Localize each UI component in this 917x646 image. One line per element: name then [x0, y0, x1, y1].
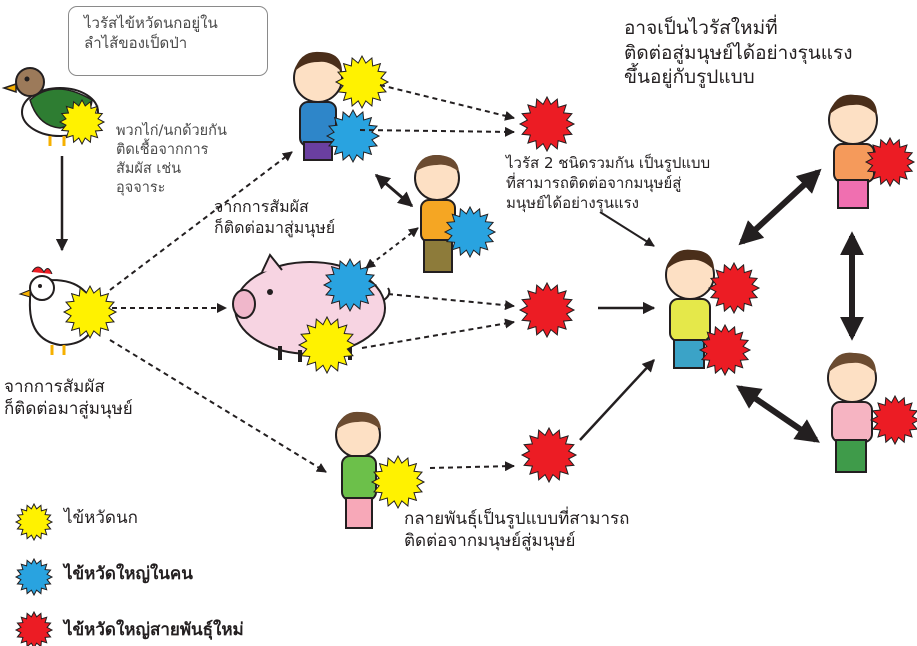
child-middle	[414, 154, 460, 273]
human-flu-virus-icon	[322, 257, 378, 313]
label-mutation: กลายพันธุ์เป็นรูปแบบที่สามารถติดต่อจากมน…	[404, 509, 630, 552]
bird-flu-virus-icon	[297, 315, 357, 375]
new-flu-virus-icon	[869, 394, 917, 446]
label-reassortment: ไวรัส 2 ชนิดรวมกัน เป็นรูปแบบที่สามารถติ…	[506, 154, 711, 212]
label-contact-human-top: จากการสัมผัสก็ติดต่อมาสู่มนุษย์	[214, 197, 336, 238]
human-flu-virus-icon	[443, 205, 497, 259]
child-right-top	[828, 94, 878, 209]
legend-new-flu: ไข้หวัดใหญ่สายพันธุ์ใหม่	[64, 620, 244, 640]
bird-flu-virus-icon	[370, 454, 426, 510]
child-right-bottom	[827, 352, 877, 473]
legend-bird-flu: ไข้หวัดนก	[64, 508, 138, 528]
note-box	[68, 6, 268, 76]
new-flu-virus-icon	[520, 426, 578, 484]
bird-flu-virus-icon	[62, 284, 118, 340]
virus-marks	[14, 54, 917, 646]
human-flu-virus-icon	[14, 557, 54, 597]
new-flu-virus-icon	[14, 610, 54, 646]
child-mutation	[335, 411, 381, 529]
new-flu-virus-icon	[707, 261, 761, 315]
label-virus-in-duck: ไวรัสไข้หวัดนกอยู่ในลำไส้ของเป็ดป่า	[84, 14, 218, 52]
transmission-arrows	[55, 84, 864, 473]
label-new-virus: อาจเป็นไวรัสใหม่ที่ติดต่อสู่มนุษย์ได้อย่…	[624, 17, 853, 89]
new-flu-virus-icon	[864, 136, 916, 188]
new-flu-virus-icon	[518, 281, 576, 339]
new-flu-virus-icon	[518, 95, 576, 153]
bird-flu-virus-icon	[334, 54, 390, 110]
bird-flu-virus-icon	[14, 502, 54, 542]
child-center	[665, 249, 715, 369]
label-contact-human-left: จากการสัมผัสก็ติดต่อมาสู่มนุษย์	[4, 377, 133, 420]
bird-flu-virus-icon	[58, 98, 106, 146]
new-flu-virus-icon	[698, 323, 752, 377]
legend-human-flu: ไข้หวัดใหญ่ในคน	[64, 564, 193, 584]
label-chicken-infected: พวกไก่/นกด้วยกันติดเชื้อจากการสัมผัส เช่…	[116, 123, 227, 197]
child-top	[293, 51, 343, 161]
human-flu-virus-icon	[325, 108, 381, 164]
